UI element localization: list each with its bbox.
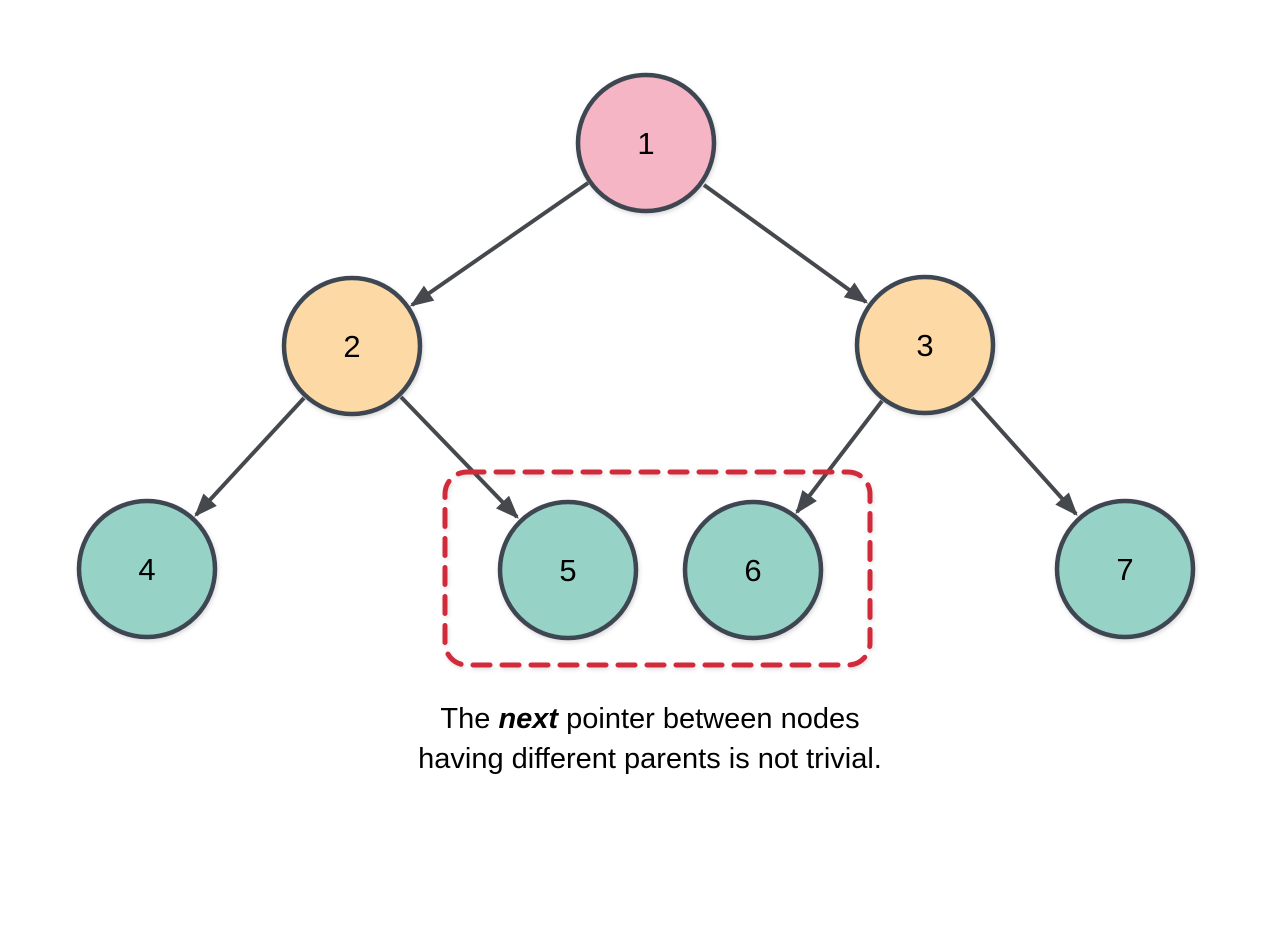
node-label-5: 5	[559, 553, 576, 588]
node-label-3: 3	[916, 328, 933, 363]
caption-line1-suffix: pointer between nodes	[558, 703, 860, 735]
edge-1-to-2	[409, 181, 590, 307]
edge-3-to-7	[970, 396, 1078, 516]
tree-node-6: 6	[682, 499, 824, 641]
node-circle-3	[854, 274, 996, 416]
node-circle-1	[575, 72, 717, 214]
node-circle-2	[281, 275, 423, 417]
tree-node-3: 3	[854, 274, 996, 416]
node-label-7: 7	[1116, 552, 1133, 587]
edge-3-to-6	[795, 399, 884, 515]
node-circle-7	[1054, 498, 1196, 640]
node-label-2: 2	[343, 329, 360, 364]
node-label-1: 1	[637, 126, 654, 161]
tree-node-2: 2	[281, 275, 423, 417]
node-label-4: 4	[138, 552, 155, 587]
tree-node-7: 7	[1054, 498, 1196, 640]
highlight-box-nodes-5-6	[442, 469, 873, 668]
tree-node-4: 4	[76, 498, 218, 640]
edge-1-to-3	[702, 183, 869, 304]
tree-node-5: 5	[497, 499, 639, 641]
caption: The next pointer between nodes having di…	[317, 699, 983, 779]
edge-2-to-4	[194, 396, 306, 517]
caption-line2: having different parents is not trivial.	[418, 743, 882, 775]
caption-line1-prefix: The	[440, 703, 499, 735]
node-circle-5	[497, 499, 639, 641]
edge-2-to-5	[399, 395, 519, 519]
node-circle-4	[76, 498, 218, 640]
node-circle-6	[682, 499, 824, 641]
caption-emphasis-next: next	[498, 703, 559, 735]
node-label-6: 6	[744, 553, 761, 588]
tree-node-1: 1	[575, 72, 717, 214]
